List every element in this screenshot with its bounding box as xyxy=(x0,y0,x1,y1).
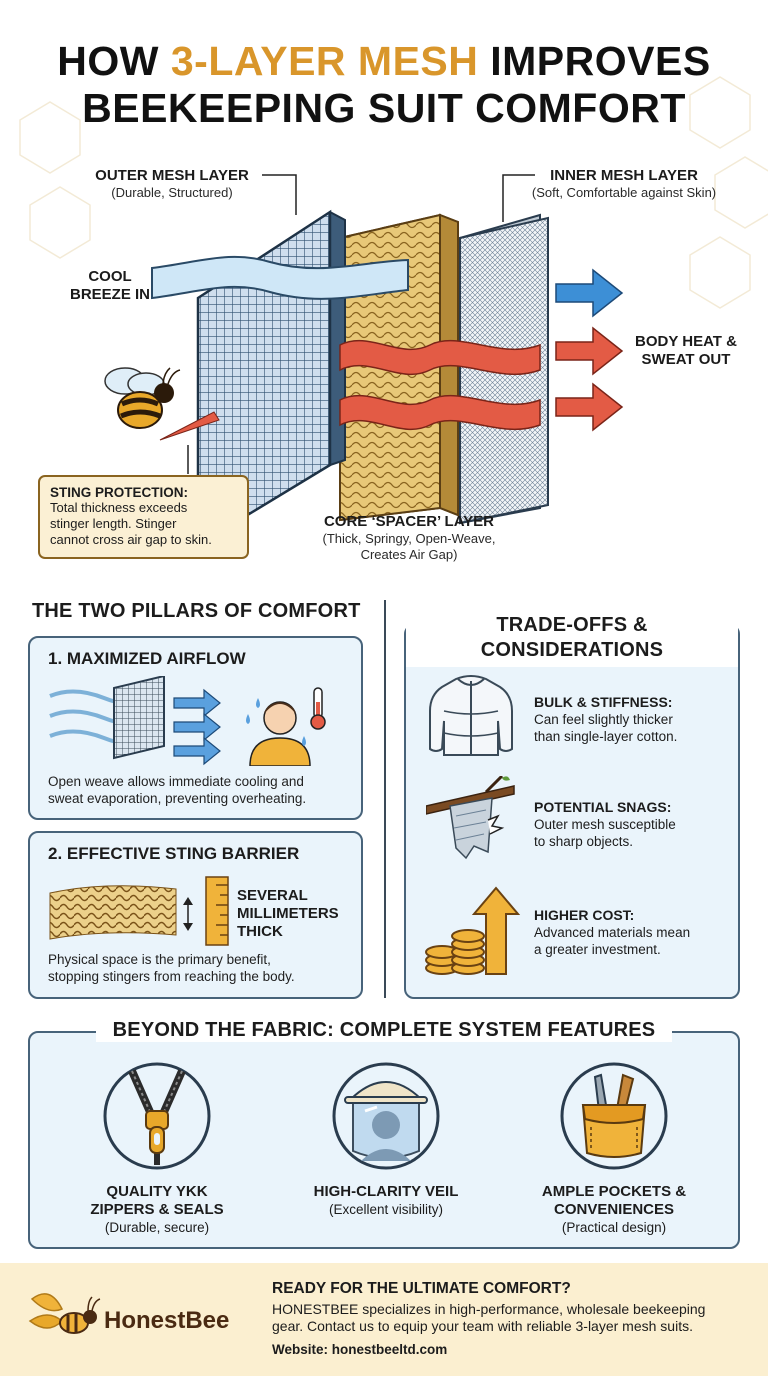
heat-wave-2 xyxy=(339,394,541,431)
ruler-icon xyxy=(205,876,229,946)
sting-barrier-card: 2. EFFECTIVE STING BARRIER SEVERAL MILLI… xyxy=(28,831,363,999)
bee-icon xyxy=(104,367,181,429)
honestbee-logo-icon xyxy=(28,1293,101,1334)
feature-veil: HIGH-CLARITY VEIL (Excellent visibility) xyxy=(313,1183,459,1217)
feature-pockets: AMPLE POCKETS & CONVENIENCES (Practical … xyxy=(541,1183,687,1235)
inner-leader-line xyxy=(502,174,535,222)
cool-breeze-arrow xyxy=(151,255,409,300)
three-layer-mesh-diagram xyxy=(104,174,624,548)
outer-leader-line xyxy=(262,174,297,215)
zipper-icon xyxy=(103,1062,211,1170)
thickness-label: SEVERAL MILLIMETERS THICK xyxy=(237,887,339,940)
tradeoff-snags: POTENTIAL SNAGS: Outer mesh susceptible … xyxy=(534,799,676,849)
outer-mesh-label: OUTER MESH LAYER (Durable, Structured) xyxy=(95,167,249,200)
feature-zippers: QUALITY YKK ZIPPERS & SEALS (Durable, se… xyxy=(90,1183,224,1235)
cool-breeze-label: COOL BREEZE IN xyxy=(69,268,150,303)
pocket-icon xyxy=(560,1062,668,1170)
red-arrow-out-2 xyxy=(555,382,624,432)
tradeoff-cost: HIGHER COST: Advanced materials mean a g… xyxy=(534,907,691,957)
tradeoff-bulk: BULK & STIFFNESS: Can feel slightly thic… xyxy=(534,694,678,744)
cost-icon xyxy=(425,886,521,975)
airflow-text: Open weave allows immediate cooling and … xyxy=(48,774,307,806)
footer-cta: READY FOR THE ULTIMATE COMFORT? HONESTBE… xyxy=(272,1280,762,1357)
thermometer-icon xyxy=(310,687,326,730)
heat-wave-1 xyxy=(339,339,541,376)
jacket-icon xyxy=(429,675,513,756)
spacer-fabric-illustration xyxy=(49,876,229,946)
barrier-text: Physical space is the primary benefit, s… xyxy=(48,952,295,984)
body-heat-label: BODY HEAT & SWEAT OUT xyxy=(635,333,737,368)
airflow-illustration xyxy=(49,676,326,766)
airflow-card: 1. MAXIMIZED AIRFLOW Open w xyxy=(28,636,363,820)
section-divider xyxy=(384,600,386,998)
page-title: HOW 3-LAYER MESH IMPROVES BEEKEEPING SUI… xyxy=(57,38,711,131)
stinger xyxy=(159,411,220,441)
footer: HonestBee READY FOR THE ULTIMATE COMFORT… xyxy=(0,1263,768,1376)
airflow-heading: 1. MAXIMIZED AIRFLOW xyxy=(48,649,246,668)
features-title: BEYOND THE FABRIC: COMPLETE SYSTEM FEATU… xyxy=(96,1019,672,1042)
veil-icon xyxy=(332,1062,440,1170)
snag-icon xyxy=(426,776,515,860)
barrier-heading: 2. EFFECTIVE STING BARRIER xyxy=(48,844,300,863)
blue-arrow-out xyxy=(555,268,624,318)
tradeoffs-title: TRADE-OFFS & CONSIDERATIONS xyxy=(406,609,738,667)
brand-name: HonestBee xyxy=(104,1307,230,1334)
person-cooling-icon xyxy=(246,698,311,766)
core-spacer-label: CORE ‘SPACER’ LAYER (Thick, Springy, Ope… xyxy=(322,513,496,562)
features-card: BEYOND THE FABRIC: COMPLETE SYSTEM FEATU… xyxy=(28,1019,740,1249)
sting-protection-box: STING PROTECTION: Total thickness exceed… xyxy=(38,475,249,559)
red-arrow-out-1 xyxy=(555,326,624,376)
inner-mesh-label: INNER MESH LAYER (Soft, Comfortable agai… xyxy=(531,167,717,200)
pillars-title: THE TWO PILLARS OF COMFORT xyxy=(32,600,361,622)
tradeoffs-card: TRADE-OFFS & CONSIDERATIONS BULK & STIFF… xyxy=(404,609,740,999)
website-link[interactable]: Website: honestbeeltd.com xyxy=(272,1342,448,1357)
